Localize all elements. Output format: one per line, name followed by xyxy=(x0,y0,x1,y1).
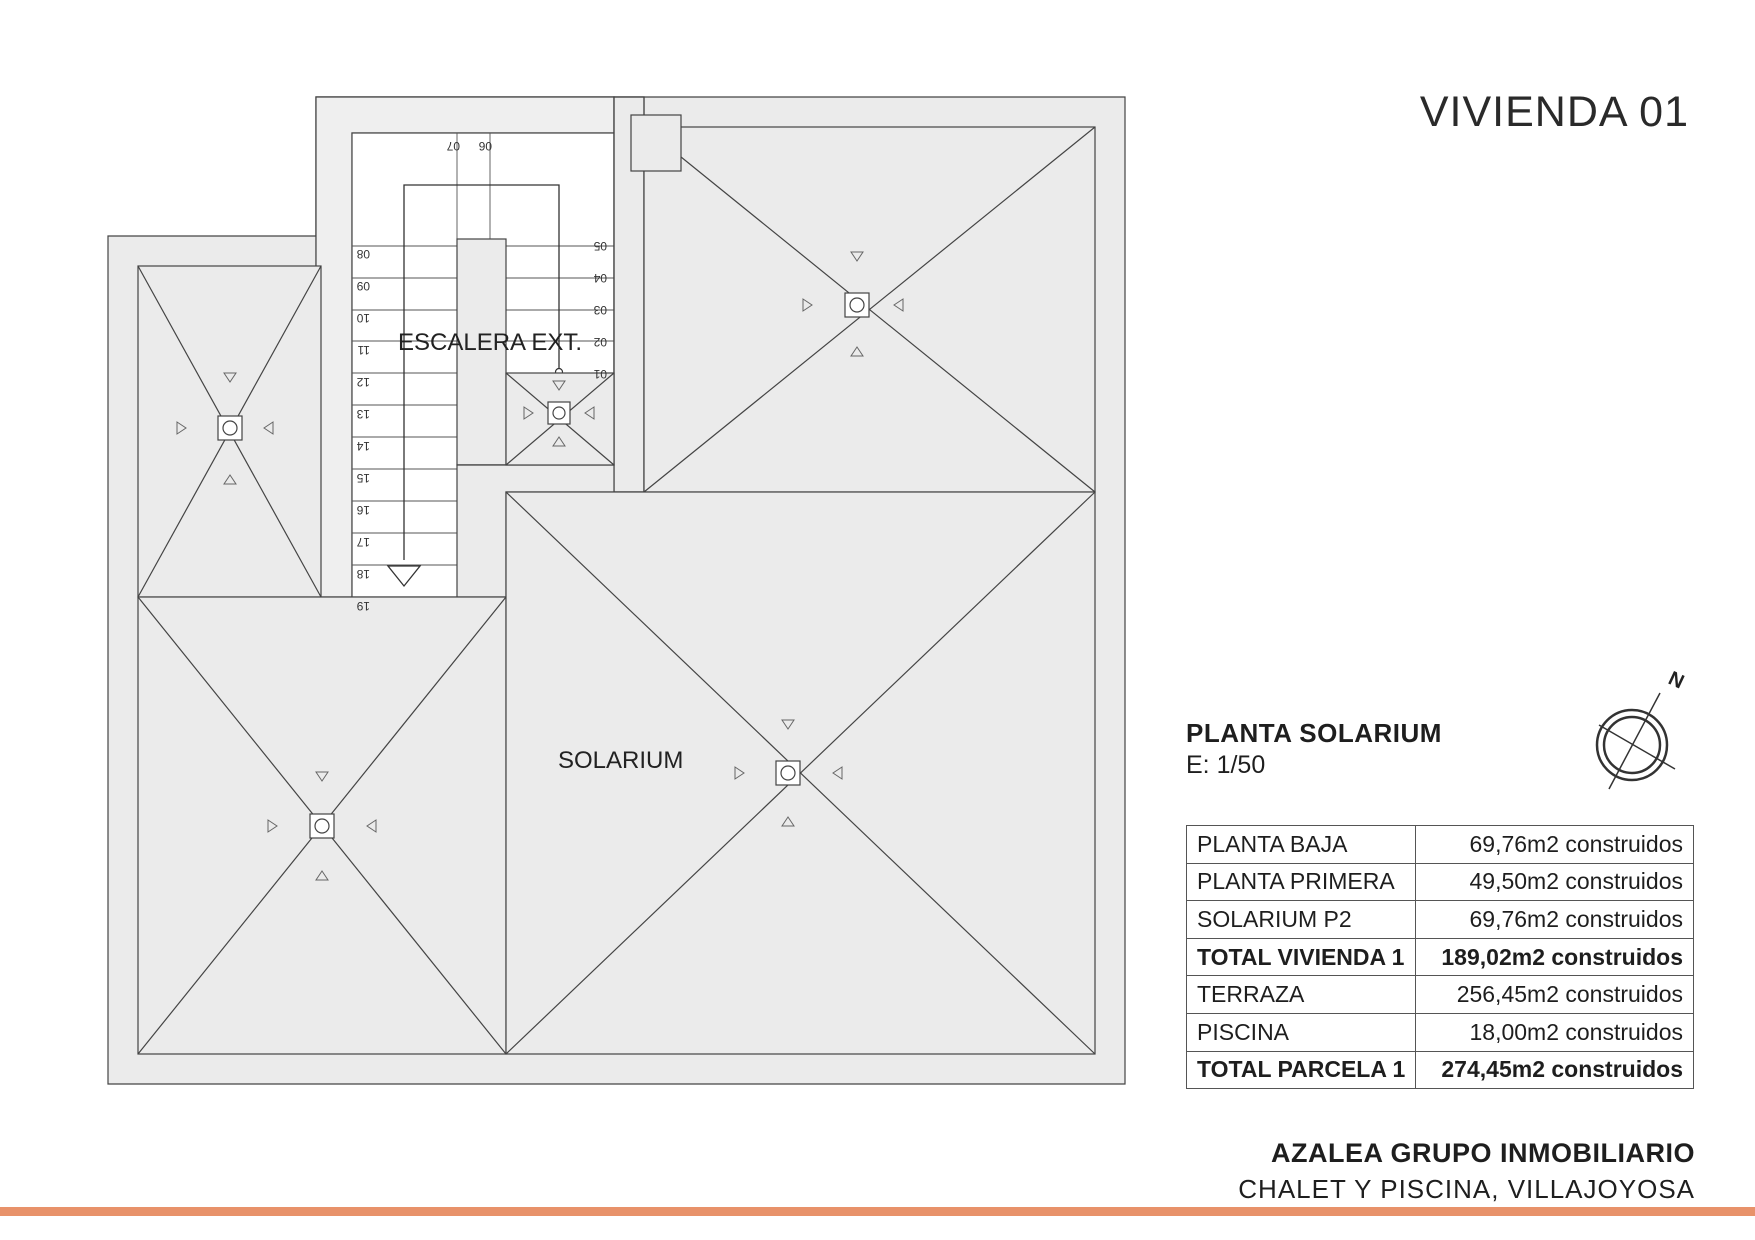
step-number-14: 14 xyxy=(356,439,370,453)
area-label: TERRAZA xyxy=(1185,975,1417,1014)
plan-scale: E: 1/50 xyxy=(1186,751,1266,779)
solarium-label: SOLARIUM xyxy=(558,747,683,774)
step-number-15: 15 xyxy=(356,471,370,485)
step-number-06: 06 xyxy=(478,139,492,153)
walking-line xyxy=(403,184,560,560)
table-row: SOLARIUM P2 69,76m2 construidos xyxy=(1185,900,1694,939)
step-number-05: 05 xyxy=(593,239,607,253)
step-number-19: 19 xyxy=(356,599,370,613)
north-compass: N xyxy=(1595,667,1687,790)
area-label: PISCINA xyxy=(1185,1012,1417,1052)
drain-arrows xyxy=(176,251,904,881)
step-number-18: 18 xyxy=(356,567,370,581)
step-number-13: 13 xyxy=(356,407,370,421)
table-row: PLANTA BAJA 69,76m2 construidos xyxy=(1185,825,1694,864)
step-number-03: 03 xyxy=(593,303,607,317)
step-number-09: 09 xyxy=(356,279,370,293)
area-value: 189,02m2 construidos xyxy=(1415,937,1694,977)
step-number-07: 07 xyxy=(446,139,460,153)
area-value: 256,45m2 construidos xyxy=(1415,975,1694,1014)
area-value: 274,45m2 construidos xyxy=(1415,1050,1694,1090)
area-value: 69,76m2 construidos xyxy=(1415,825,1694,864)
step-number-08: 08 xyxy=(356,247,370,261)
step-number-11: 11 xyxy=(357,343,370,357)
north-label: N xyxy=(1665,667,1687,693)
plan-name: PLANTA SOLARIUM xyxy=(1186,718,1442,748)
table-row-total: TOTAL VIVIENDA 1 189,02m2 construidos xyxy=(1185,937,1694,977)
step-number-12: 12 xyxy=(356,375,370,389)
stair-direction-arrow xyxy=(386,565,422,588)
area-label: PLANTA BAJA xyxy=(1185,825,1417,864)
table-row: PLANTA PRIMERA 49,50m2 construidos xyxy=(1185,862,1694,902)
step-number-10: 10 xyxy=(356,311,370,325)
table-row: TERRAZA 256,45m2 construidos xyxy=(1185,975,1694,1014)
floor-plan-drawing: 07 06 05 04 03 02 01 08 09 10 11 12 13 1… xyxy=(107,96,1126,1085)
table-row-total: TOTAL PARCELA 1 274,45m2 construidos xyxy=(1185,1050,1694,1090)
table-row: PISCINA 18,00m2 construidos xyxy=(1185,1012,1694,1052)
stair-label: ESCALERA EXT. xyxy=(398,329,582,356)
area-value: 49,50m2 construidos xyxy=(1415,862,1694,902)
accent-bar xyxy=(0,1207,1755,1216)
step-number-01: 01 xyxy=(593,367,607,381)
project-name: CHALET Y PISCINA, VILLAJOYOSA xyxy=(1238,1174,1695,1204)
area-value: 69,76m2 construidos xyxy=(1415,900,1694,939)
chimney xyxy=(630,114,682,172)
area-label: TOTAL VIVIENDA 1 xyxy=(1185,937,1417,977)
step-number-17: 17 xyxy=(356,535,370,549)
area-label: SOLARIUM P2 xyxy=(1185,900,1417,939)
compass-icon xyxy=(1595,692,1676,790)
page-title: VIVIENDA 01 xyxy=(1419,88,1689,136)
area-value: 18,00m2 construidos xyxy=(1415,1012,1694,1052)
stair-treads xyxy=(352,133,614,598)
area-label: TOTAL PARCELA 1 xyxy=(1185,1050,1417,1090)
step-number-02: 02 xyxy=(593,335,607,349)
company-name: AZALEA GRUPO INMOBILIARIO xyxy=(1271,1138,1695,1168)
step-number-16: 16 xyxy=(356,503,370,517)
areas-table: PLANTA BAJA 69,76m2 construidos PLANTA P… xyxy=(1185,825,1694,1090)
step-number-04: 04 xyxy=(593,271,607,285)
area-label: PLANTA PRIMERA xyxy=(1185,862,1417,902)
